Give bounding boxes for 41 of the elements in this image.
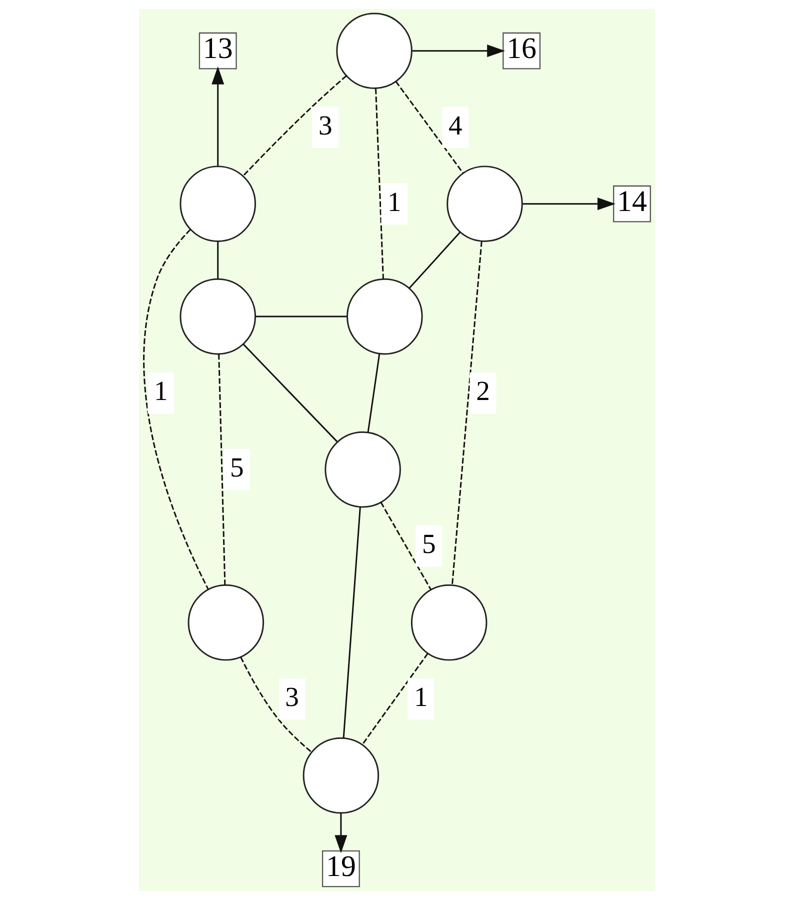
arrow: [211, 66, 224, 166]
connector: [366, 354, 380, 432]
node-circle: [302, 737, 379, 814]
node-circle: [336, 12, 412, 89]
connector: [408, 232, 460, 289]
connector: [361, 653, 428, 746]
connector: [242, 344, 338, 442]
node-circle: [179, 166, 256, 242]
connector: [218, 354, 226, 586]
edge-label: 3: [284, 681, 298, 712]
edge-label: 5: [422, 528, 436, 560]
connector: [240, 656, 312, 753]
node-circle: [346, 278, 422, 355]
node-box: 14: [612, 185, 650, 222]
arrow: [522, 198, 615, 210]
edge-label: 1: [387, 186, 401, 217]
arrow: [412, 44, 505, 58]
node-circle: [410, 584, 487, 661]
edge-label: 4: [448, 109, 462, 140]
node-circle: [179, 278, 256, 355]
connector: [380, 502, 431, 590]
edge-label: 5: [229, 452, 244, 483]
node-box: 19: [321, 850, 360, 888]
node-box: 16: [502, 32, 540, 70]
edge-label: 1: [414, 681, 428, 712]
node-circle: [324, 431, 400, 508]
connector: [374, 88, 384, 280]
connector: [394, 80, 463, 174]
connector: [242, 75, 346, 177]
node-box: 13: [198, 32, 236, 70]
connector: [254, 316, 346, 318]
edge-label: 1: [154, 375, 168, 406]
arrow: [334, 813, 347, 854]
edge-label: 2: [476, 375, 490, 406]
node-circle: [446, 166, 522, 242]
node-circle: [187, 584, 264, 661]
connector: [142, 229, 208, 590]
connector: [450, 241, 482, 586]
connector: [216, 241, 218, 279]
connector: [342, 506, 360, 738]
edge-label: 3: [318, 109, 332, 140]
